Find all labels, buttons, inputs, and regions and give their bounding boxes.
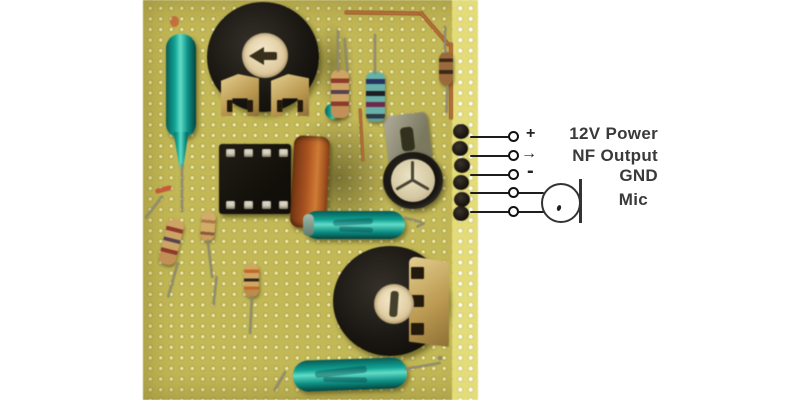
trimmer-bottom-contacts	[409, 257, 449, 347]
screw-slot-arrow-stem	[263, 52, 277, 60]
ic-dip8	[219, 144, 291, 214]
electrolytic-capacitor	[383, 152, 443, 209]
resistor-axial	[331, 70, 349, 118]
terminal-circle	[508, 206, 519, 217]
electrolytic-capacitor-vent-top	[391, 159, 435, 202]
resistor-axial	[366, 72, 385, 122]
component-lead	[374, 34, 376, 74]
terminal-circle	[508, 131, 519, 142]
trimmer-top-rotor	[242, 33, 288, 78]
red-lead-blur	[170, 16, 179, 27]
label-12v-power: 12V Power	[569, 124, 658, 143]
minus-icon: -	[527, 160, 534, 182]
label-mic: Mic	[618, 190, 648, 209]
resistor-axial	[439, 52, 453, 85]
screw-slot-arrow-icon	[249, 47, 264, 65]
header-pin	[453, 124, 469, 139]
header-pin	[452, 141, 468, 156]
capacitor-teal-vertical	[166, 34, 196, 138]
leader-line-gnd	[470, 174, 510, 177]
terminal-circle	[508, 187, 519, 198]
plus-icon: +	[526, 125, 536, 142]
resistor-axial	[244, 264, 259, 297]
header-pin	[454, 158, 470, 173]
component-lead	[444, 26, 446, 54]
inductor-end-cap	[303, 214, 314, 236]
header-pin	[453, 206, 469, 221]
label-gnd: GND	[619, 166, 658, 185]
terminal-circle	[508, 169, 519, 180]
trimmer-top-leg-left	[221, 74, 259, 116]
label-nf-output: NF Output	[572, 146, 658, 165]
terminal-circle	[508, 150, 519, 161]
arrow-right-icon: →	[521, 145, 537, 162]
mic-symbol-bar	[579, 179, 582, 223]
header-pin	[454, 192, 470, 207]
solder-dot	[438, 356, 442, 360]
leader-line-mic-a	[470, 192, 544, 195]
leader-line-nf	[470, 155, 510, 158]
trimmer-bottom-rotor	[374, 284, 414, 324]
leader-line-mic-b	[470, 211, 544, 214]
component-lead	[181, 164, 183, 212]
inductor-teal-middle	[303, 211, 405, 239]
header-pin	[453, 175, 469, 190]
component-lead	[337, 30, 339, 72]
leader-line-12v	[470, 136, 510, 139]
